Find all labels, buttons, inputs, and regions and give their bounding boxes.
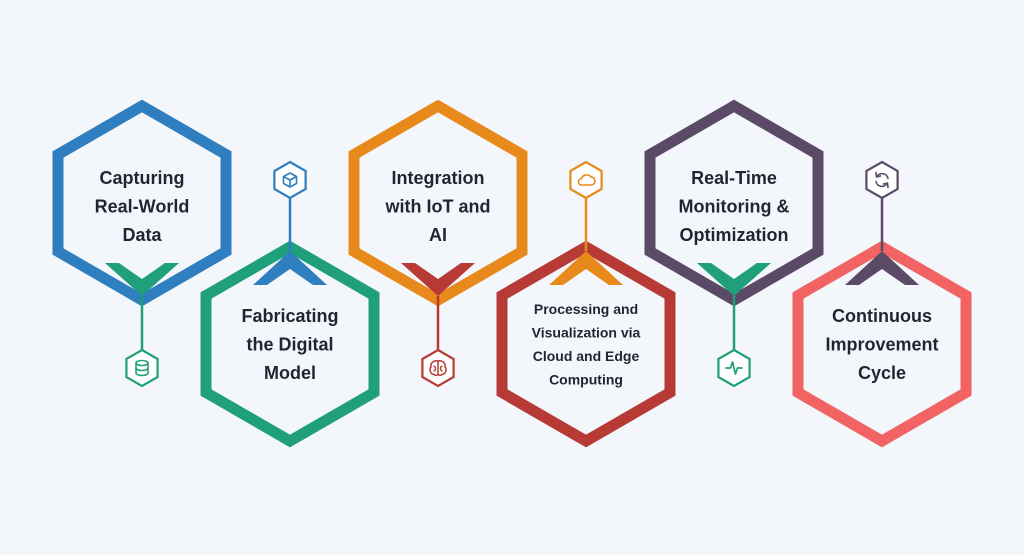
step-label-line: Model bbox=[264, 363, 316, 383]
chevron-arrow bbox=[697, 263, 771, 296]
step-label-line: Integration bbox=[392, 168, 485, 188]
hexagon-processing-and-visualization bbox=[496, 240, 676, 448]
step-label-line: AI bbox=[429, 225, 447, 245]
step-label-line: Real-World bbox=[95, 197, 190, 217]
refresh-icon bbox=[875, 171, 889, 189]
chevron-arrow bbox=[845, 251, 919, 285]
brain-icon bbox=[429, 360, 447, 377]
step-label-line: Visualization via bbox=[532, 324, 641, 340]
step-label-line: Cycle bbox=[858, 363, 906, 383]
step-label-line: Optimization bbox=[680, 225, 789, 245]
chevron-arrow bbox=[253, 251, 327, 285]
icon-badge bbox=[865, 160, 899, 200]
step-label-line: Processing and bbox=[534, 301, 638, 317]
step-label-line: Continuous bbox=[832, 306, 932, 326]
chevron-arrow bbox=[105, 263, 179, 296]
step-label-line: the Digital bbox=[246, 335, 333, 355]
step-label-line: Data bbox=[122, 225, 162, 245]
database-icon bbox=[135, 359, 149, 377]
step-label-line: Monitoring & bbox=[679, 197, 790, 217]
step-label-line: Computing bbox=[549, 371, 623, 387]
step-label-line: Real-Time bbox=[691, 168, 777, 188]
icon-badge bbox=[125, 348, 159, 388]
pulse-icon bbox=[725, 361, 743, 375]
step-label-line: Improvement bbox=[825, 335, 938, 355]
cloud-icon bbox=[577, 174, 596, 186]
cube-icon bbox=[282, 172, 298, 188]
hexagon-continuous-improvement-cycle bbox=[792, 240, 972, 448]
step-label-line: Capturing bbox=[100, 168, 185, 188]
hexagon-fabricating-the-digital-model bbox=[200, 240, 380, 448]
step-label-line: Fabricating bbox=[241, 306, 338, 326]
chevron-arrow bbox=[549, 251, 623, 285]
chevron-arrow bbox=[401, 263, 475, 296]
step-label-line: Cloud and Edge bbox=[533, 348, 640, 364]
icon-badge bbox=[569, 160, 603, 200]
step-label-line: with IoT and bbox=[385, 197, 491, 217]
